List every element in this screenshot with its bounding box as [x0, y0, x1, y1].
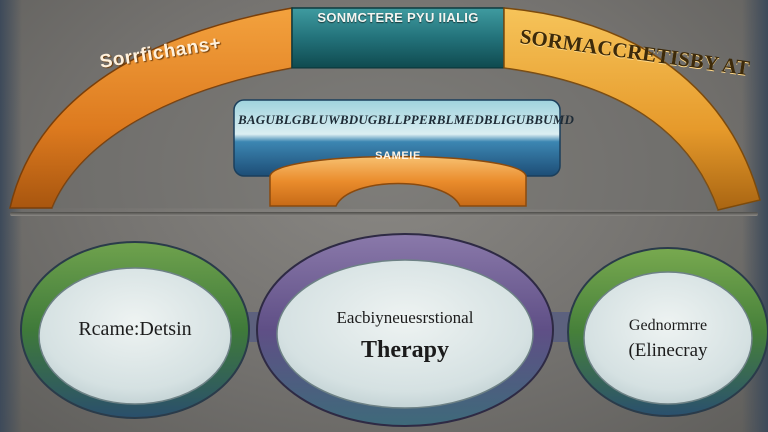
- left-edge-shadow: [0, 0, 22, 432]
- oval-1-face: [38, 267, 232, 405]
- oval-3-label-line1: Gednormrre: [628, 317, 708, 334]
- oval-3-face: [583, 271, 753, 405]
- oval-1-label: Rcame:Detsin: [78, 318, 192, 340]
- pillar-shape: [269, 155, 527, 207]
- oval-2-face: [276, 259, 534, 409]
- banner-label: BAGUBLGBLUWBDUGBLLPPERBLMEDBLIGUBBUMD: [238, 112, 575, 127]
- arch-right-segment: [503, 7, 761, 211]
- section-divider: [10, 212, 758, 216]
- oval-2-label-line2: Therapy: [360, 337, 449, 363]
- oval-3-label-line2: (Elinecray: [628, 340, 708, 361]
- arch-center-label: SONMCTERE PYU IIALIG: [317, 10, 479, 25]
- pillar-label: SAMEIE: [375, 150, 421, 162]
- oval-2-label-line1: Eacbiyneuesrstional: [336, 308, 474, 327]
